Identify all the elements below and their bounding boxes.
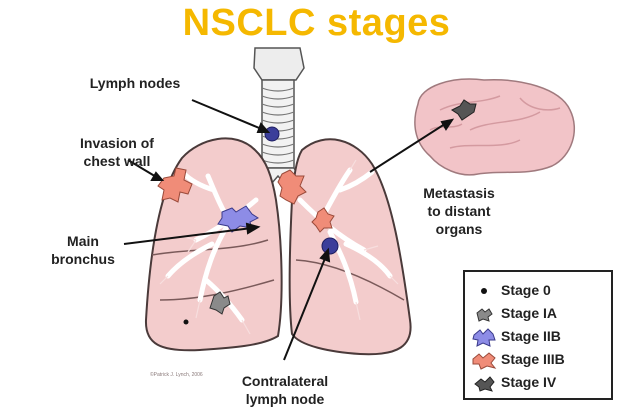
pointer-arrows: [123, 99, 455, 361]
metastasis-label: Metastasis to distant organs: [423, 185, 495, 237]
stage-iv-tumor-brain: [451, 99, 477, 121]
stage-iiib-tumor-bronchus: [277, 169, 307, 205]
contralateral-lymph-node-label: Contralateral lymph node: [241, 373, 329, 407]
stage-iiib-tumor-left-lung: [311, 207, 335, 233]
stage-ia-tumor: [209, 291, 231, 315]
large-tumor-icon: [472, 352, 497, 370]
metastasis-tumor-icon: [474, 376, 495, 392]
fine-bronchi: [159, 159, 399, 335]
legend-item-stage-iv: Stage IV: [471, 372, 611, 394]
main-bronchus-label: Main bronchus: [51, 233, 115, 267]
brain-illustration: [414, 78, 575, 176]
legend-item-stage-iiib: Stage IIIB: [471, 349, 611, 371]
small-tumor-icon: [476, 308, 493, 322]
legend-item-stage-0: Stage 0: [471, 280, 611, 302]
invasion-chest-wall-label: Invasion of chest wall: [80, 135, 154, 169]
dot-icon: [481, 288, 487, 294]
page-title: NSCLC stages: [182, 2, 451, 44]
lymph-node-contralateral: [321, 237, 339, 255]
stage-iiib-tumor-chest-wall: [157, 167, 193, 203]
lymph-nodes-label: Lymph nodes: [89, 75, 181, 91]
stage-legend: Stage 0 Stage IA Stage IIB Stage IIIB St…: [463, 270, 613, 400]
stage-0-dot: [183, 319, 189, 325]
illustration-credit: ©Patrick J. Lynch, 2006: [150, 372, 203, 378]
legend-item-stage-ia: Stage IA: [471, 303, 611, 325]
medium-tumor-icon: [472, 328, 496, 347]
legend-item-stage-iib: Stage IIB: [471, 326, 611, 348]
lymph-node-trachea: [264, 126, 280, 142]
